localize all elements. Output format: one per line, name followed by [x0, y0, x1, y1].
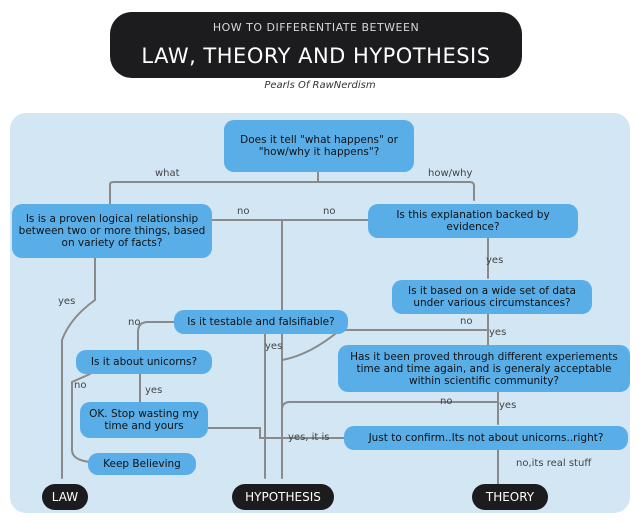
question-proven-relationship: Is is a proven logical relationship betw… [12, 204, 212, 258]
edge-label-no: no [440, 396, 453, 407]
edge-label-no-real-stuff: no,its real stuff [516, 458, 592, 469]
title-banner: HOW TO DIFFERENTIATE BETWEEN LAW, THEORY… [110, 12, 522, 78]
question-what-or-how: Does it tell "what happens" or "how/why … [224, 120, 414, 172]
edge-label-no: no [460, 316, 473, 327]
edge-label-what: what [155, 168, 180, 179]
question-testable: Is it testable and falsifiable? [174, 310, 348, 334]
edge-label-no: no [237, 206, 250, 217]
edge-label-yes: yes [145, 385, 163, 396]
edge-label-how-why: how/why [428, 168, 473, 179]
edge-label-yes: yes [58, 296, 76, 307]
terminal-law: LAW [42, 484, 88, 510]
title-main: LAW, THEORY AND HYPOTHESIS [141, 44, 491, 68]
question-confirm-unicorns: Just to confirm..Its not about unicorns.… [344, 426, 628, 450]
question-backed-by-evidence: Is this explanation backed by evidence? [368, 204, 578, 238]
question-proved-time-again: Has it been proved through different exp… [338, 345, 630, 392]
credit-text: Pearls Of RawNerdism [264, 80, 376, 91]
answer-keep-believing: Keep Believing [88, 453, 196, 475]
edge-label-no: no [74, 380, 87, 391]
edge-label-yes-it-is: yes, it is [288, 432, 330, 443]
terminal-hypothesis: HYPOTHESIS [232, 484, 334, 510]
edge-label-yes: yes [489, 327, 507, 338]
edge-label-no: no [128, 317, 141, 328]
title-subtitle: HOW TO DIFFERENTIATE BETWEEN [212, 21, 420, 34]
edge-label-yes: yes [265, 341, 283, 352]
question-wide-data: Is it based on a wide set of data under … [392, 280, 592, 314]
edge-label-yes: yes [499, 400, 517, 411]
edge-label-yes: yes [486, 255, 504, 266]
terminal-theory: THEORY [472, 484, 548, 510]
answer-stop-wasting: OK. Stop wasting my time and yours [80, 402, 208, 438]
question-unicorns: Is it about unicorns? [76, 350, 212, 374]
edge-label-no: no [323, 206, 336, 217]
